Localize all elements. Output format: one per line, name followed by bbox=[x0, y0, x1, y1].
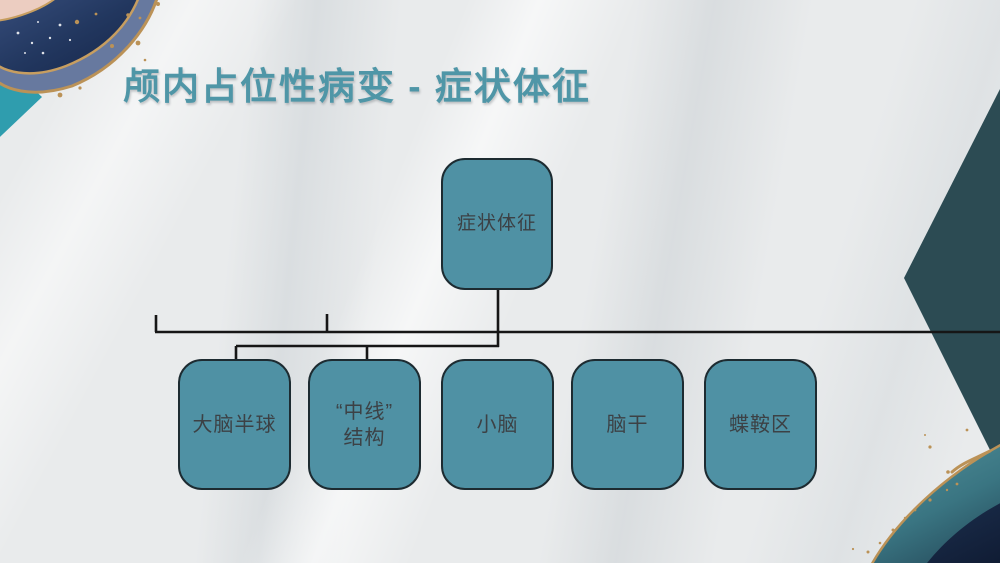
gold-squiggle bbox=[950, 449, 992, 474]
agate-topleft bbox=[0, 0, 160, 98]
diagram-node-brainstem: 脑干 bbox=[571, 359, 684, 490]
node-label: “中线” 结构 bbox=[335, 400, 394, 449]
node-label: 症状体征 bbox=[456, 212, 537, 234]
gold-speckles-topleft bbox=[57, 2, 160, 98]
node-label: 蝶鞍区 bbox=[729, 413, 792, 436]
node-label: 脑干 bbox=[606, 413, 649, 436]
diagram-node-cerebral-hemisphere: 大脑半球 bbox=[178, 359, 291, 490]
diagram-node-sellar-region: 蝶鞍区 bbox=[704, 359, 817, 490]
diagram-node-midline-structures: “中线” 结构 bbox=[308, 359, 421, 490]
teal-diamond-right bbox=[904, 89, 1000, 470]
node-label: 大脑半球 bbox=[192, 413, 277, 436]
agate-bottomright bbox=[851, 428, 1000, 563]
diagram-node-root: 症状体征 bbox=[441, 158, 553, 290]
diagram-node-cerebellum: 小脑 bbox=[441, 359, 554, 490]
agate-star-dots bbox=[16, 21, 72, 55]
gold-speckles-bottomright bbox=[851, 428, 969, 554]
pink-corner-shape bbox=[0, 0, 67, 23]
slide-title: 颅内占位性病变 - 症状体征 bbox=[123, 66, 591, 107]
node-label: 小脑 bbox=[476, 413, 519, 436]
